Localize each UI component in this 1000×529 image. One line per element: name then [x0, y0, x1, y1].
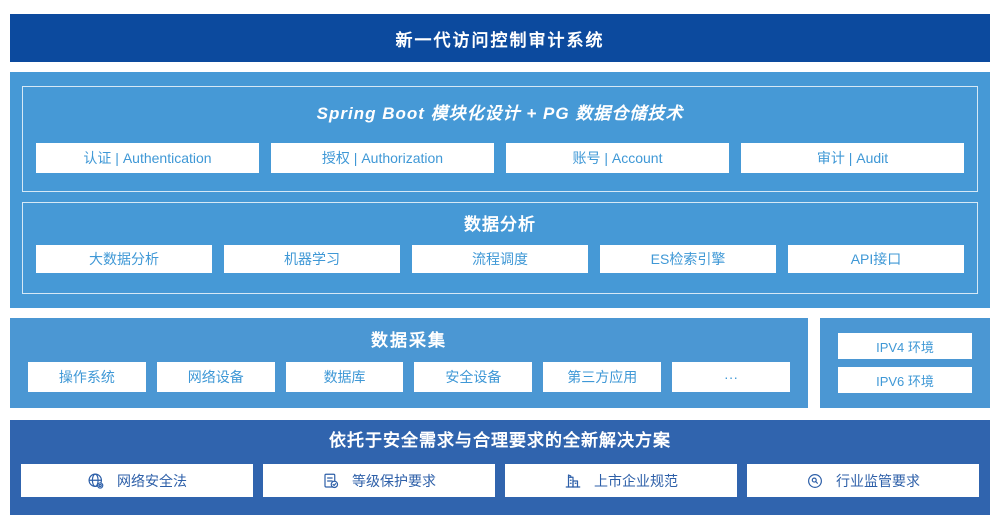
module-account: 账号 | Account: [506, 143, 729, 173]
analysis-api: API接口: [788, 245, 964, 273]
analysis-bigdata: 大数据分析: [36, 245, 212, 273]
analysis-es-search: ES检索引擎: [600, 245, 776, 273]
solution-classified-protection: 等级保护要求: [263, 464, 495, 497]
module-authentication: 认证 | Authentication: [36, 143, 259, 173]
solution-row: 网络安全法 等级保护要求: [21, 464, 979, 497]
document-check-icon: [322, 472, 340, 490]
collection-os: 操作系统: [28, 362, 146, 392]
ipv6-env: IPV6 环境: [838, 367, 972, 393]
data-collection-section: 数据采集 操作系统 网络设备 数据库 安全设备 第三方应用 ···: [10, 318, 808, 408]
solution-listed-company: 上市企业规范: [505, 464, 737, 497]
modules-row: 认证 | Authentication 授权 | Authorization 账…: [36, 143, 964, 173]
collection-title: 数据采集: [371, 331, 447, 350]
analysis-row: 大数据分析 机器学习 流程调度 ES检索引擎 API接口: [36, 245, 964, 273]
collection-network-device: 网络设备: [156, 362, 275, 392]
collection-row: 操作系统 网络设备 数据库 安全设备 第三方应用 ···: [28, 362, 790, 392]
solution-label: 等级保护要求: [352, 472, 436, 489]
collection-third-party: 第三方应用: [543, 362, 662, 392]
magnifier-circle-icon: [806, 472, 824, 490]
collection-more: ···: [672, 362, 790, 392]
data-analysis-box: 数据分析 大数据分析 机器学习 流程调度 ES检索引擎 API接口: [22, 202, 978, 294]
spring-boot-modules-box: Spring Boot 模块化设计 + PG 数据仓储技术 认证 | Authe…: [22, 86, 978, 192]
building-icon: [564, 472, 582, 490]
page-title: 新一代访问控制审计系统: [395, 30, 605, 50]
module-authorization: 授权 | Authorization: [271, 143, 494, 173]
solution-title: 依托于安全需求与合理要求的全新解决方案: [329, 431, 671, 450]
solution-section: 依托于安全需求与合理要求的全新解决方案 网络安全法: [10, 420, 990, 515]
platform-section: Spring Boot 模块化设计 + PG 数据仓储技术 认证 | Authe…: [10, 72, 990, 308]
collection-database: 数据库: [285, 362, 404, 392]
analysis-machine-learning: 机器学习: [224, 245, 400, 273]
solution-cybersecurity-law: 网络安全法: [21, 464, 253, 497]
analysis-workflow: 流程调度: [412, 245, 588, 273]
solution-label: 行业监管要求: [836, 472, 920, 489]
globe-icon: [87, 472, 105, 490]
solution-label: 网络安全法: [117, 472, 187, 489]
module-audit: 审计 | Audit: [741, 143, 964, 173]
analysis-title: 数据分析: [464, 215, 536, 234]
solution-label: 上市企业规范: [594, 472, 678, 489]
ip-environment-panel: IPV4 环境 IPV6 环境: [820, 318, 990, 408]
solution-industry-supervision: 行业监管要求: [747, 464, 979, 497]
system-title-banner: 新一代访问控制审计系统: [10, 14, 990, 62]
collection-security-device: 安全设备: [414, 362, 533, 392]
ipv4-env: IPV4 环境: [838, 333, 972, 359]
modules-title: Spring Boot 模块化设计 + PG 数据仓储技术: [316, 104, 684, 123]
